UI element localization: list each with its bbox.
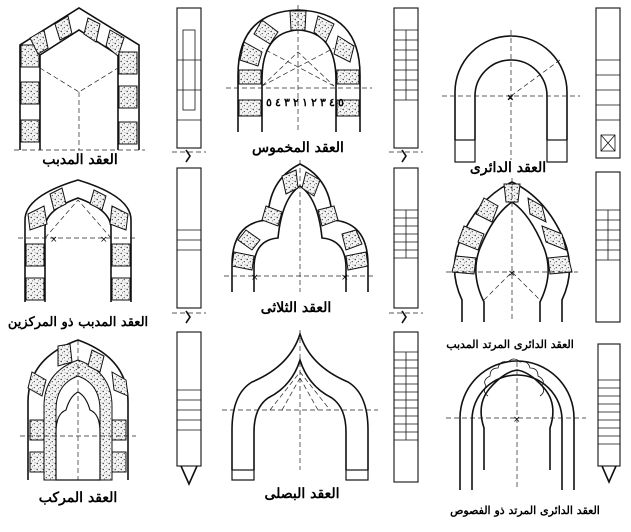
tick-label: ١: [302, 96, 308, 109]
arch-label-compound: العقد المركب: [39, 490, 118, 506]
arch-label-pointed-two-centers: العقد المدبب ذو المركزين: [8, 315, 148, 330]
svg-text:×: ×: [507, 93, 514, 102]
horseshoe-pointed-section: [595, 171, 621, 323]
svg-text:×: ×: [513, 415, 521, 425]
five-centered-ticks: ٥ ٤ ٣ ٢ ١ ٢ ٣ ٤ ٥: [266, 96, 344, 109]
circular-arch-drawing: ×: [442, 30, 580, 163]
arch-label-pointed: العقد المدبب: [42, 152, 117, 168]
arch-label-horseshoe-pointed: العقد الدائرى المرتد المدبب: [446, 338, 574, 351]
trefoil-arch-drawing: × ×: [224, 160, 376, 292]
arch-label-horseshoe-lobed: العقد الدائرى المرتد ذو الفصوص: [450, 504, 600, 517]
tick-label: ٣: [320, 96, 326, 109]
onion-arch-drawing: [222, 330, 378, 481]
five-centered-arch-drawing: [226, 5, 372, 132]
tick-label: ٤: [329, 96, 335, 109]
tick-label: ٣: [284, 96, 290, 109]
pointed-two-centers-drawing: × ×: [18, 179, 138, 302]
svg-text:×: ×: [341, 273, 349, 283]
trefoil-section: [389, 167, 423, 324]
tick-label: ٥: [266, 96, 272, 109]
pointed-arch-drawing: [14, 7, 145, 151]
arch-label-trefoil: العقد الثلاثى: [261, 300, 332, 316]
horseshoe-pointed-drawing: ×: [446, 178, 578, 322]
compound-section: [176, 331, 202, 486]
tick-label: ٤: [275, 96, 281, 109]
tick-label: ٢: [311, 96, 317, 109]
horseshoe-lobed-drawing: ×: [446, 358, 586, 490]
tick-label: ٢: [293, 96, 299, 109]
tick-label: ٥: [338, 96, 344, 109]
compound-arch-drawing: [20, 339, 136, 481]
horseshoe-lobed-section: [597, 343, 621, 484]
pointed-arch-section: [172, 7, 206, 163]
five-centered-section: [389, 7, 423, 163]
svg-text:×: ×: [251, 273, 259, 283]
circular-arch-section: [595, 7, 621, 159]
onion-section: [393, 331, 419, 483]
arch-label-onion: العقد البصلى: [264, 486, 339, 502]
arch-label-circular: العقد الدائرى: [470, 160, 546, 176]
arch-label-five-centered: العقد المخموس: [252, 140, 344, 156]
pointed-two-centers-section: [172, 167, 206, 324]
svg-text:×: ×: [100, 235, 108, 245]
svg-text:×: ×: [50, 235, 58, 245]
svg-text:×: ×: [508, 269, 516, 279]
